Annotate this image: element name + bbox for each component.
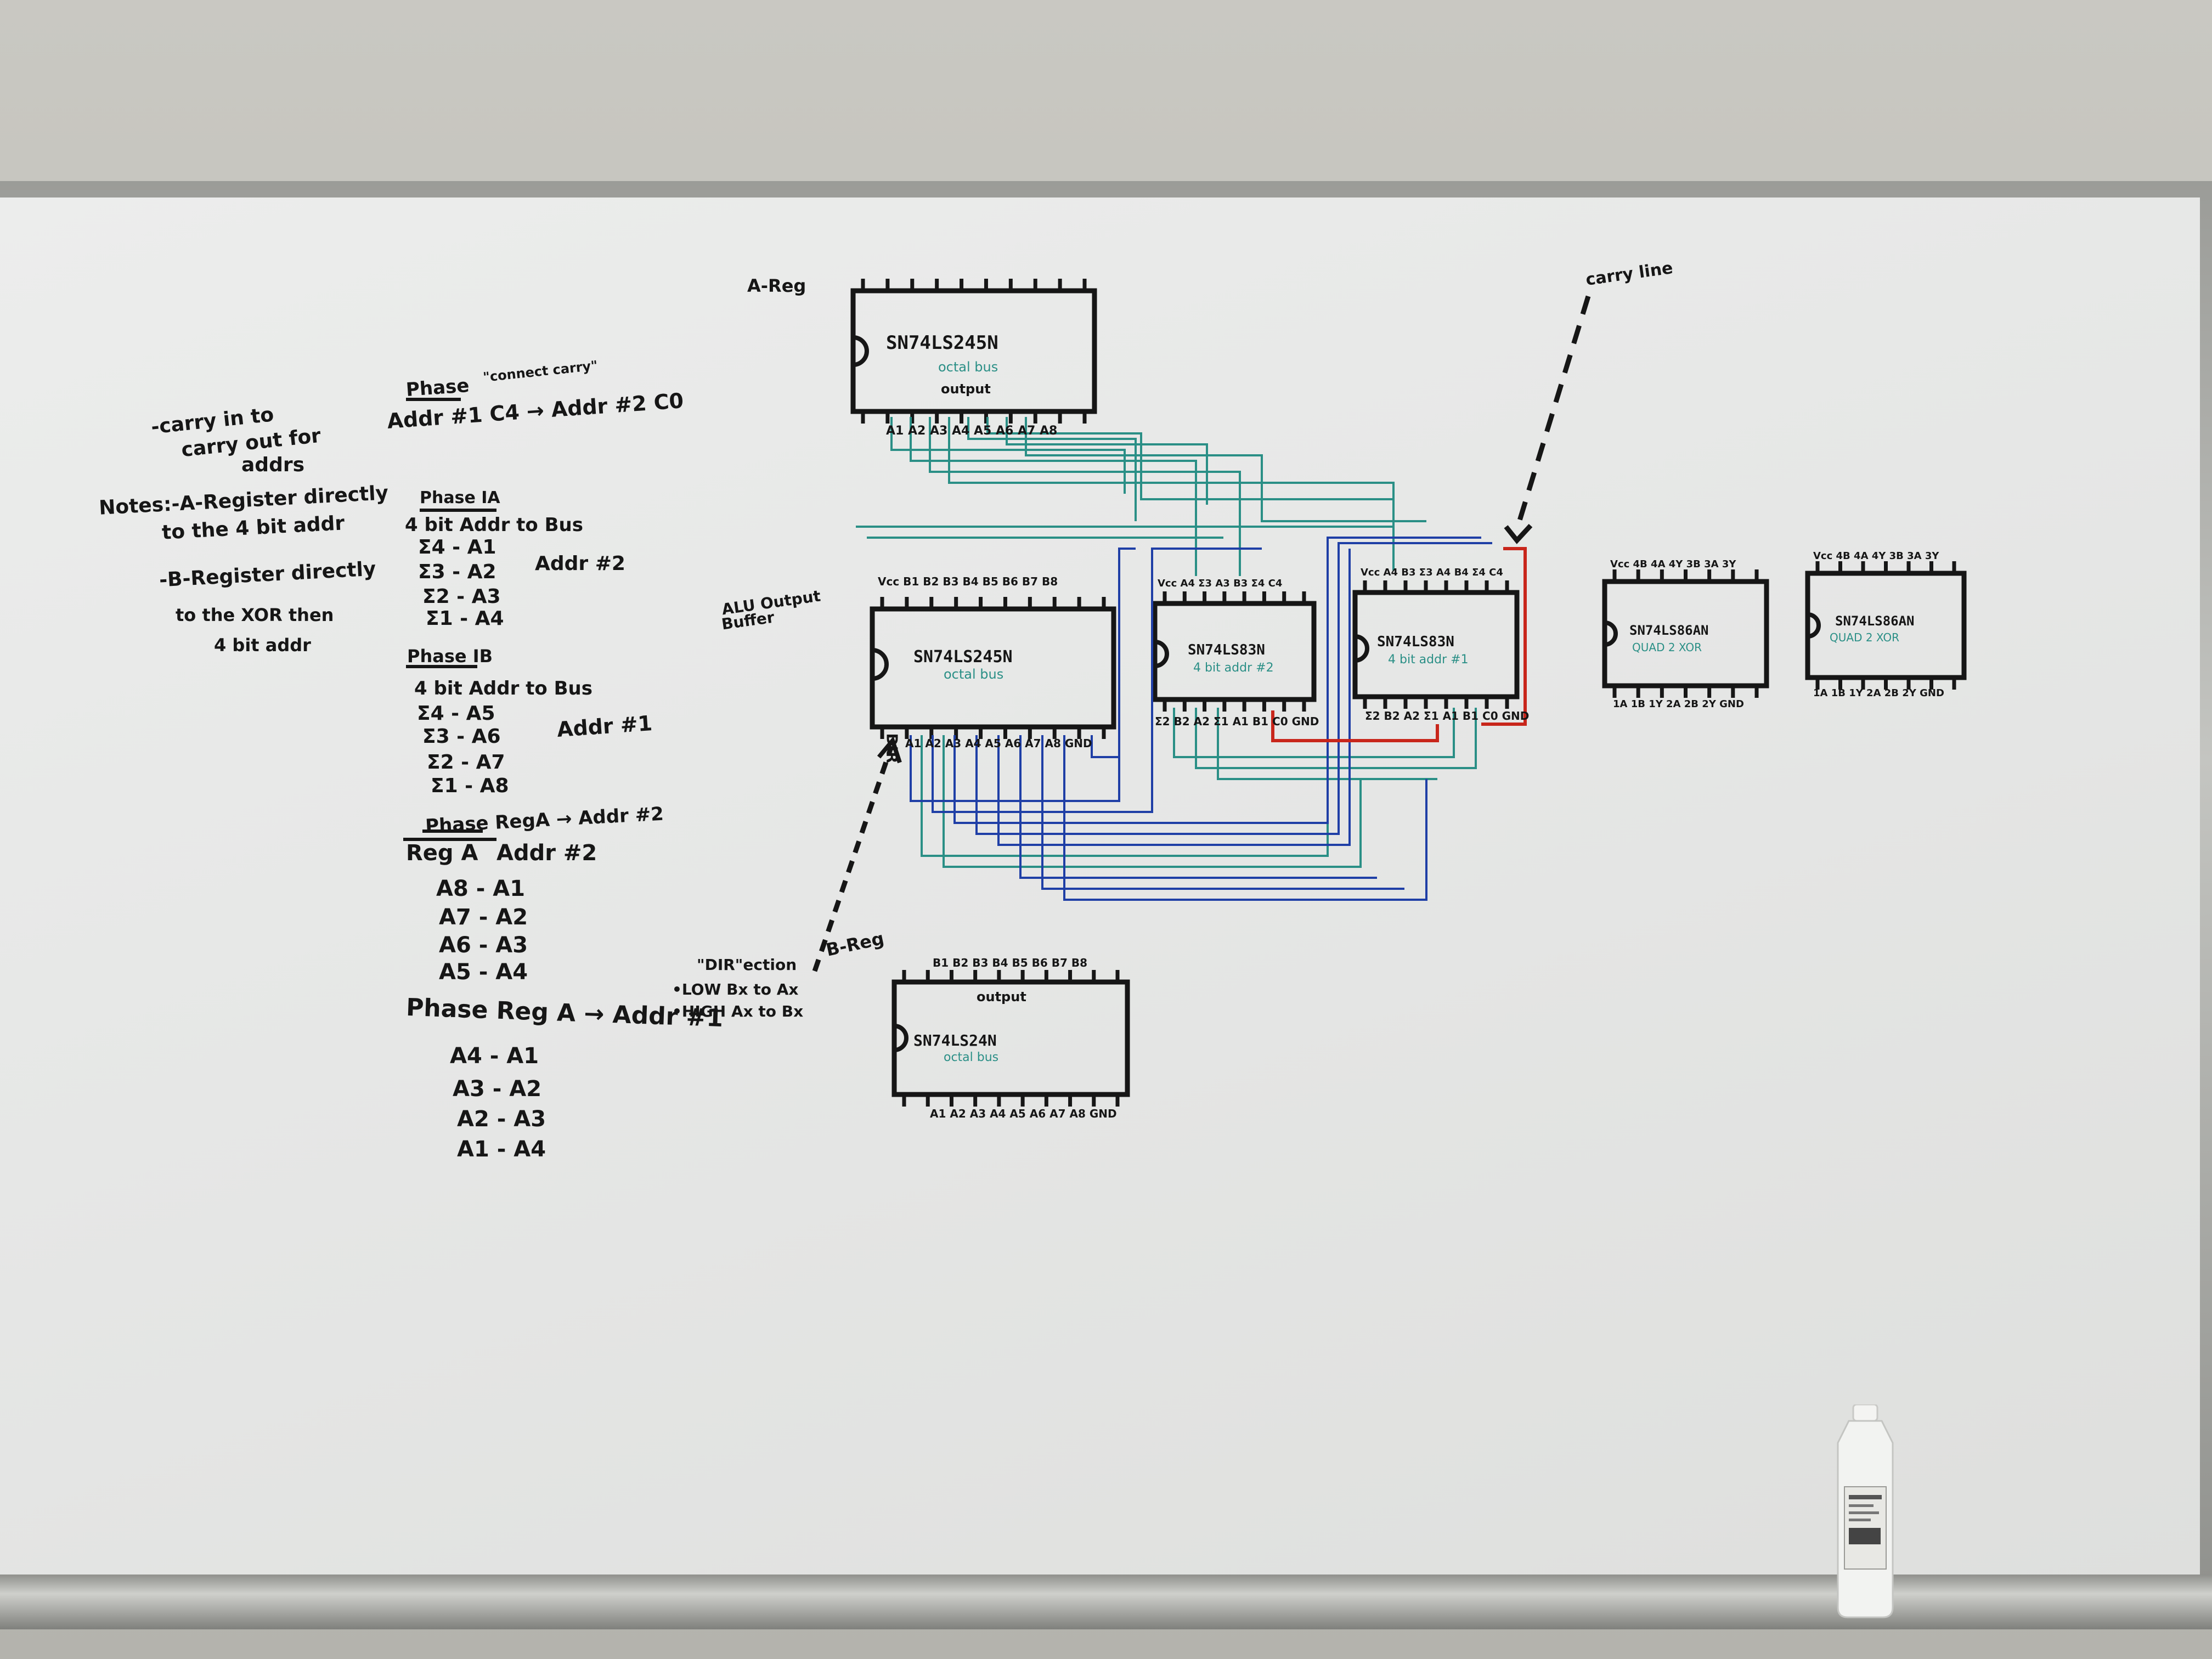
phase-rega2-col1: Reg A: [406, 840, 478, 866]
xor2-chip-name: SN74LS86AN: [1835, 613, 1915, 629]
phase-rega2-row-3: A6 - A3: [439, 933, 528, 958]
phase-1b-row-1: Σ4 - A5: [417, 702, 495, 725]
xor2-bottom-pins: 1A 1B 1Y 2A 2B 2Y GND: [1813, 687, 1944, 699]
chip-addr-2: [1152, 601, 1317, 702]
xor1-top-pins: Vcc 4B 4A 4Y 3B 3A 3Y: [1610, 558, 1736, 570]
phase-1b-title: Phase IB: [407, 646, 493, 667]
wires-blue: [910, 537, 1492, 901]
a-reg-chip-sub: octal bus: [938, 359, 998, 375]
xor2-chip-sub: QUAD 2 XOR: [1830, 631, 1899, 644]
wire-red-carry: [1271, 547, 1527, 742]
chip-pins: [861, 279, 1956, 1107]
note-line-7: to the XOR then: [176, 605, 334, 625]
addr1-chip-sub: 4 bit addr #1: [1388, 653, 1469, 667]
a-reg-chip-name: SN74LS245N: [886, 332, 998, 354]
phase-rega2-row-1: A8 - A1: [436, 876, 526, 901]
dir-pin-label: DIR: [883, 733, 901, 764]
phase-1a-row-4: Σ1 - A4: [426, 607, 504, 630]
phase-rega1-row-3: A2 - A3: [457, 1107, 546, 1132]
dir-label-1: "DIR"ection: [697, 956, 797, 974]
note-line-3: addrs: [241, 454, 305, 476]
b-reg-chip-output: output: [977, 989, 1026, 1005]
spray-bottle-icon: [1837, 1404, 1894, 1618]
addr2-top-pins: Vcc A4 Σ3 A3 B3 Σ4 C4: [1158, 578, 1283, 589]
phase-1a-row-2: Σ3 - A2: [418, 561, 496, 583]
b-reg-top-pins: B1 B2 B3 B4 B5 B6 B7 B8: [933, 956, 1088, 969]
phase-1b-header: 4 bit Addr to Bus: [414, 678, 592, 699]
addr1-top-pins: Vcc A4 B3 Σ3 A4 B4 Σ4 C4: [1361, 567, 1503, 578]
phase-rega1-row-2: A3 - A2: [453, 1076, 542, 1102]
dir-label-3: •HIGH Ax to Bx: [672, 1002, 804, 1020]
note-line-8: 4 bit addr: [214, 635, 311, 656]
a-reg-label: A-Reg: [747, 275, 806, 296]
phase-rega2-row-4: A5 - A4: [439, 960, 528, 985]
phase-1a-header: 4 bit Addr to Bus: [405, 514, 583, 536]
chip-alu-buffer: [870, 606, 1116, 730]
phase-underlines: [403, 398, 496, 841]
dir-arrow: [812, 736, 902, 972]
phase-1b-row-2: Σ3 - A6: [422, 725, 501, 748]
addr2-chip-sub: 4 bit addr #2: [1193, 661, 1274, 675]
alu-buffer-top-pins: Vcc B1 B2 B3 B4 B5 B6 B7 B8: [878, 575, 1058, 588]
a-reg-chip-output: output: [941, 381, 991, 397]
xor1-bottom-pins: 1A 1B 1Y 2A 2B 2Y GND: [1613, 698, 1744, 710]
b-reg-chip-sub: octal bus: [944, 1051, 999, 1064]
b-reg-chip-name: SN74LS24N: [913, 1031, 997, 1049]
addr2-chip-name: SN74LS83N: [1188, 642, 1265, 658]
chip-addr-1: [1352, 590, 1520, 699]
phase-1a-row-3: Σ2 - A3: [422, 585, 501, 608]
phase-1a-title: Phase IA: [420, 488, 500, 507]
phase-1b-row-4: Σ1 - A8: [431, 775, 509, 797]
alu-buffer-chip-name: SN74LS245N: [913, 647, 1013, 667]
addr1-bottom-pins: Σ2 B2 A2 Σ1 A1 B1 C0 GND: [1365, 709, 1530, 723]
phase-rega1-row-4: A1 - A4: [457, 1137, 546, 1162]
xor2-top-pins: Vcc 4B 4A 4Y 3B 3A 3Y: [1813, 550, 1939, 562]
dir-label-2: •LOW Bx to Ax: [672, 980, 799, 998]
carry-line-arrow: [1504, 295, 1591, 544]
phase-carry-title: Phase: [405, 375, 470, 401]
chip-b-reg: [891, 979, 1130, 1097]
xor1-chip-name: SN74LS86AN: [1629, 623, 1709, 638]
phase-1b-side: Addr #1: [556, 710, 653, 742]
phase-rega2-row-2: A7 - A2: [439, 905, 528, 930]
phase-1a-row-1: Σ4 - A1: [418, 536, 496, 558]
chip-a-reg: [850, 288, 1097, 414]
phase-1b-row-3: Σ2 - A7: [427, 751, 505, 774]
xor1-chip-sub: QUAD 2 XOR: [1632, 641, 1702, 654]
addr2-bottom-pins: Σ2 B2 A2 Σ1 A1 B1 C0 GND: [1155, 715, 1319, 728]
a-reg-chip-pins: A1 A2 A3 A4 A5 A6 A7 A8: [886, 424, 1058, 438]
phase-1a-side: Addr #2: [535, 552, 625, 575]
b-reg-bottom-pins: A1 A2 A3 A4 A5 A6 A7 A8 GND: [930, 1107, 1117, 1120]
phase-rega2-col2: Addr #2: [496, 840, 597, 866]
phase-rega1-row-1: A4 - A1: [450, 1043, 539, 1069]
alu-buffer-chip-sub: octal bus: [944, 667, 1004, 682]
alu-buffer-bottom-pins: A1 A2 A3 A4 A5 A6 A7 A8 GND: [905, 737, 1092, 750]
addr1-chip-name: SN74LS83N: [1377, 634, 1454, 650]
